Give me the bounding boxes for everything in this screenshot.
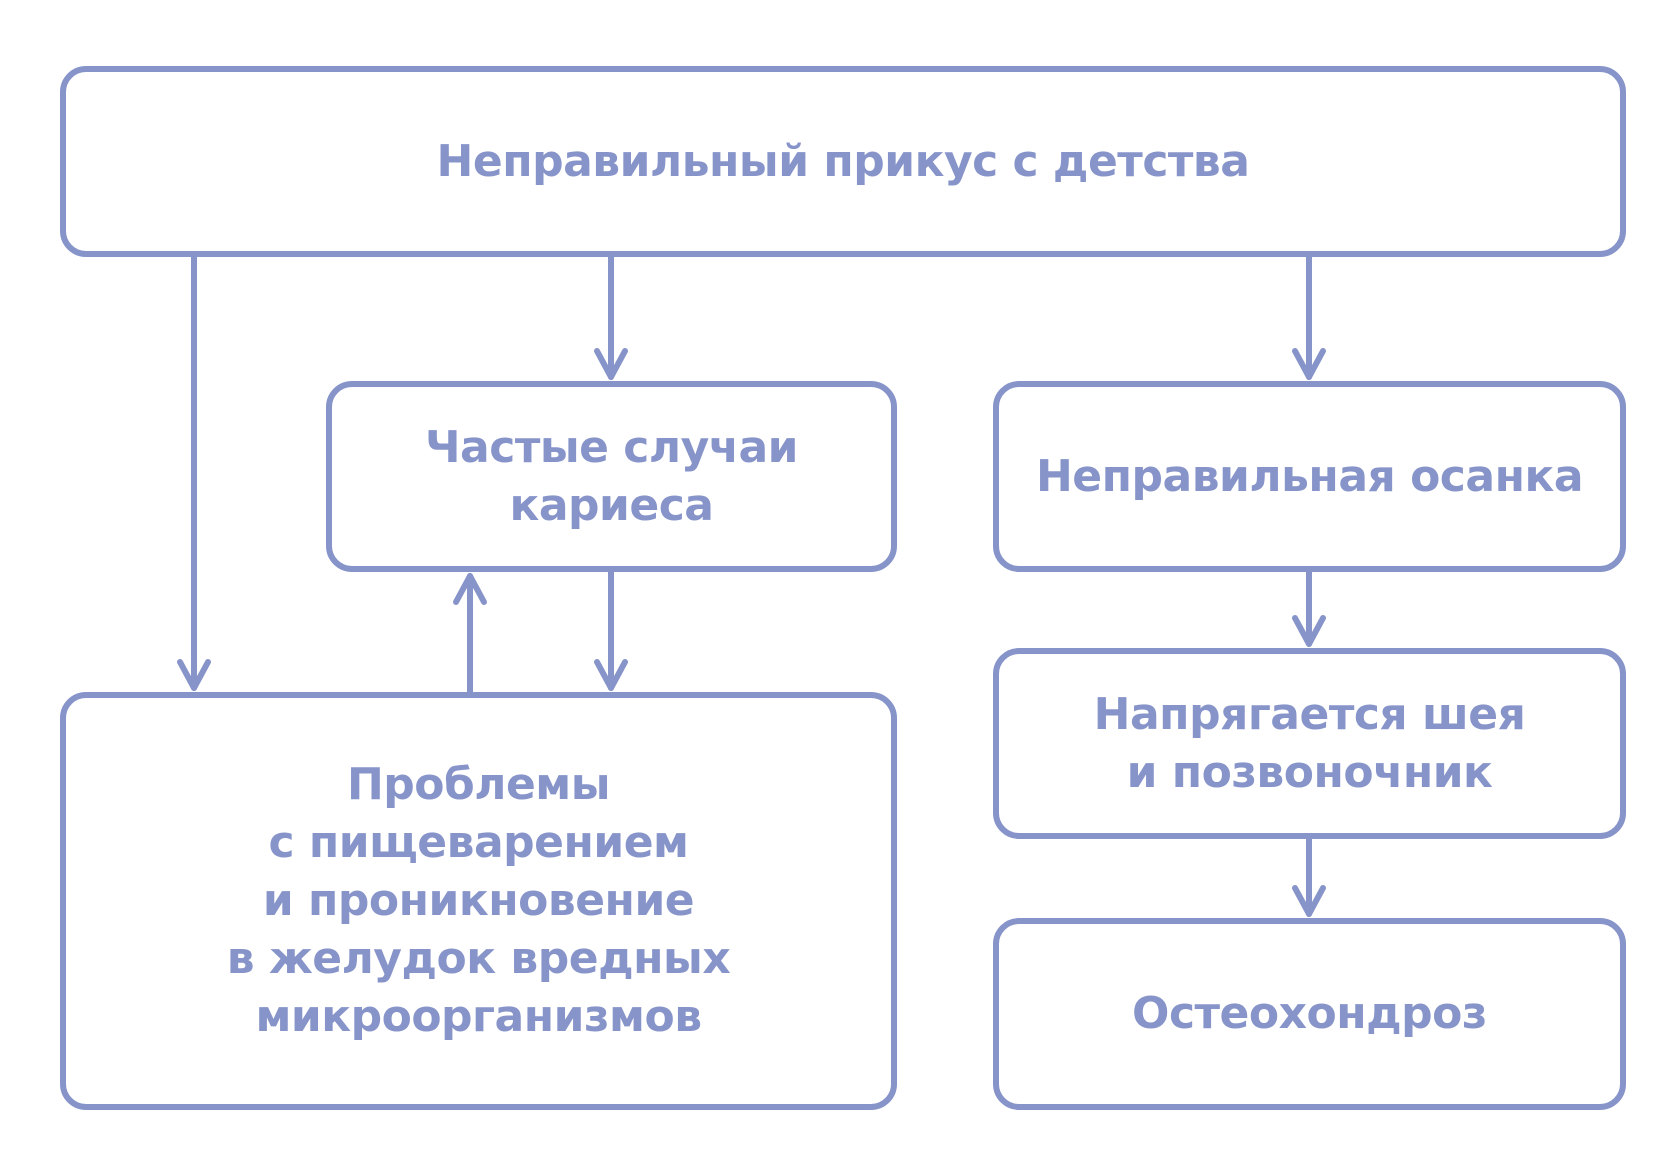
arrowhead-top-to-digest <box>177 659 211 691</box>
arrowhead-caries-to-digest <box>594 659 628 691</box>
arrowhead-digest-to-caries <box>453 573 487 605</box>
node-posture: Неправильная осанка <box>993 381 1626 572</box>
node-osteochondrosis: Остеохондроз <box>993 918 1626 1110</box>
arrowhead-top-to-posture <box>1292 348 1326 380</box>
node-label: Частые случаи <box>425 421 799 473</box>
arrowhead-posture-to-neck <box>1292 615 1326 647</box>
node-malocclusion: Неправильный прикус с детства <box>60 66 1626 257</box>
node-label: Неправильная осанка <box>1035 450 1584 502</box>
node-label: Неправильный прикус с детства <box>436 135 1250 187</box>
node-label: и проникновение <box>262 875 695 926</box>
arrowhead-top-to-caries <box>594 348 628 380</box>
node-neck-spine: Напрягается шея и позвоночник <box>993 648 1626 839</box>
node-label: Остеохондроз <box>1132 988 1487 1039</box>
node-label: в желудок вредных <box>226 933 731 984</box>
node-label: микроорганизмов <box>255 991 702 1042</box>
node-label: с пищеварением <box>268 817 689 868</box>
arrowhead-neck-to-osteo <box>1292 885 1326 917</box>
node-label: Напрягается шея <box>1093 688 1526 740</box>
node-label: кариеса <box>509 479 715 531</box>
node-caries: Частые случаи кариеса <box>326 381 897 572</box>
node-label: и позвоночник <box>1126 746 1493 798</box>
node-label: Проблемы <box>346 759 611 810</box>
node-digestion: Проблемы с пищеварением и проникновение … <box>60 692 897 1110</box>
